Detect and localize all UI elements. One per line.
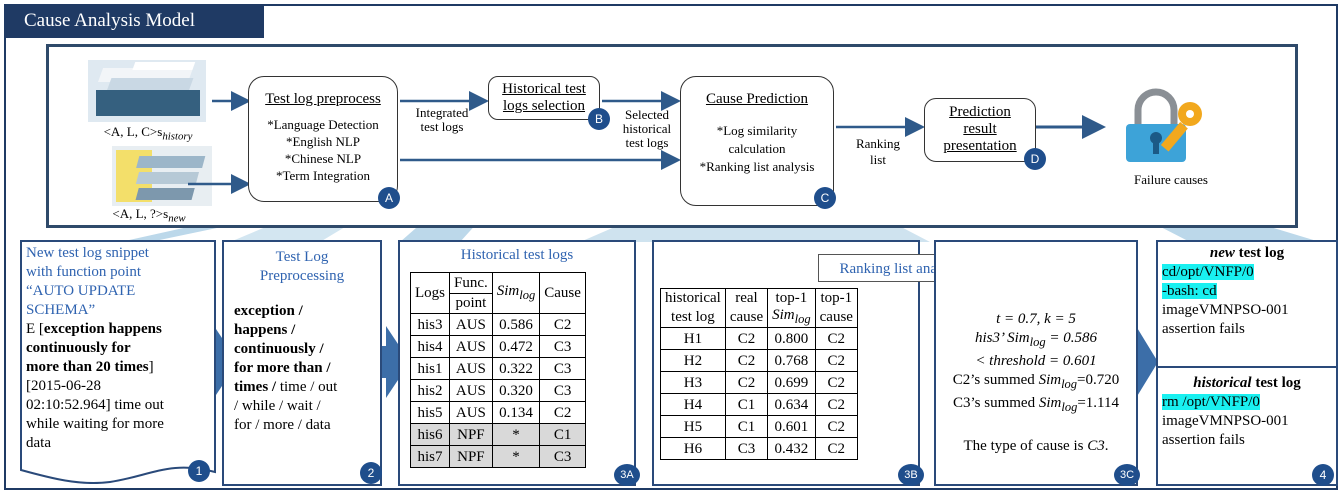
preprocess-box: Test log preprocess *Language Detection … (248, 76, 398, 202)
prediction-title: Cause Prediction (705, 91, 809, 107)
preprocess-title: Test log preprocess (265, 91, 381, 107)
panel2-preprocessing (222, 240, 382, 486)
selection-box: Historical test logs selection (488, 76, 600, 120)
badge-2: 2 (360, 462, 382, 484)
prediction-item: *Log similarity (716, 123, 798, 138)
panel3a-title: Historical test logs (460, 247, 574, 263)
badge-3c: 3C (1114, 464, 1140, 486)
table-header-row: test log cause Simlog cause (660, 307, 858, 328)
ranking-list-label: Ranking list (855, 136, 901, 167)
panel3b-table: historical real top-1 top-1 test log cau… (660, 288, 858, 460)
prediction-box: Cause Prediction *Log similarity calcula… (680, 76, 834, 206)
badge-4: 4 (1312, 464, 1334, 486)
badge-3b: 3B (898, 464, 924, 486)
preprocess-item: *English NLP (285, 134, 361, 149)
panel1-log-snippet: New test log snippet with function point… (26, 244, 212, 453)
panel3c-analysis (934, 240, 1138, 486)
badge-a: A (378, 187, 400, 209)
preprocess-item: *Language Detection (267, 117, 379, 132)
preprocess-item: *Chinese NLP (284, 151, 362, 166)
failure-causes-label: Failure causes (1133, 172, 1208, 187)
presentation-box: Prediction result presentation (924, 98, 1036, 162)
diagram-title: Cause Analysis Model (4, 4, 264, 38)
panel1-line: New test log snippet (26, 245, 149, 261)
prediction-item: calculation (728, 141, 786, 156)
badge-d: D (1024, 148, 1046, 170)
badge-c: C (814, 187, 836, 209)
table-header-row: historical real top-1 top-1 (660, 288, 858, 307)
panel1-line: with function point (26, 264, 141, 280)
preprocess-item: *Term Integration (275, 168, 371, 183)
integrated-label: Integrated test logs (415, 105, 469, 134)
panel1-line: “AUTO UPDATE (26, 283, 136, 299)
panel4-new-log: new test log cd/opt/VNFP/0 -bash: cd ima… (1162, 245, 1289, 337)
panel4-test-logs (1156, 240, 1338, 486)
history-logs-image (88, 60, 206, 122)
panel3c-text: t = 0.7, k = 5 his3’ Simlog = 0.586 < th… (952, 311, 1120, 454)
arrow-2-3a (376, 326, 410, 398)
arrow-1-2 (204, 326, 238, 398)
panel2-title: Test Log Preprocessing (259, 249, 345, 284)
table-header-row: Logs Func. Simlog Cause (410, 272, 586, 314)
panel1-line: SCHEMA” (26, 302, 96, 318)
selected-label: Selected historical test logs (622, 107, 672, 150)
presentation-title: Prediction result presentation (943, 104, 1017, 154)
history-input-label: <A, L, C>shistory (103, 124, 193, 143)
badge-1: 1 (188, 460, 210, 482)
lock-key-icon (1126, 88, 1202, 162)
badge-b: B (588, 108, 610, 130)
panel2-tokens: exception / happens / continuously / for… (234, 303, 338, 433)
panel4-historical-log: historical test log rm /opt/VNFP/0 image… (1162, 375, 1301, 448)
prediction-item: *Ranking list analysis (699, 159, 815, 174)
new-input-label: <A, L, ?>snew (112, 206, 186, 225)
arrow-3c-4 (1126, 326, 1158, 398)
badge-3a: 3A (614, 464, 640, 486)
new-logs-image (112, 146, 212, 206)
panel4-divider (1156, 366, 1338, 368)
selection-title: Historical test logs selection (502, 81, 586, 114)
